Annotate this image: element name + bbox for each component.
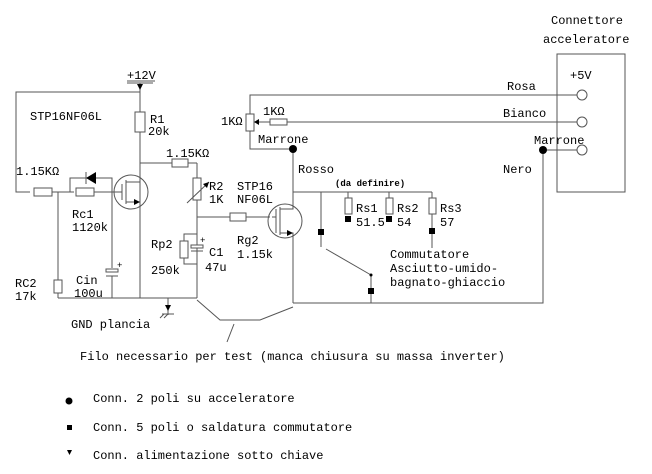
- label-rp2-name: Rp2: [151, 238, 173, 252]
- mosfet-1-icon: [113, 174, 149, 210]
- label-pot: 1KΩ: [221, 115, 243, 129]
- label-rs2-name: Rs2: [397, 202, 419, 216]
- label-rg2-value: 1.15k: [237, 248, 273, 262]
- label-pot-series: 1KΩ: [263, 105, 285, 119]
- label-rs2-value: 54: [397, 216, 411, 230]
- label-c1-value: 47u: [205, 261, 227, 275]
- svg-text:+: +: [200, 236, 205, 246]
- resistor-r1: [134, 111, 146, 133]
- legend-text-1: Conn. 2 poli su acceleratore: [93, 392, 295, 406]
- potentiometer-1k: [245, 113, 255, 132]
- capacitor-c1-icon: +: [190, 236, 205, 252]
- square-marker-icon: [345, 216, 351, 222]
- legend-square-icon: [67, 425, 72, 430]
- wires-right: [249, 94, 578, 304]
- resistor-rs1: [344, 197, 353, 215]
- label-connector-5v: +5V: [570, 69, 592, 83]
- label-switch-line3: bagnato-ghiaccio: [390, 276, 505, 290]
- label-mosfet2-line1: STP16: [237, 180, 273, 194]
- label-r1-name: R1: [150, 113, 164, 127]
- switch-pivot-icon: [369, 273, 373, 277]
- connector-pin-icon: [576, 116, 588, 128]
- label-gnd: GND plancia: [71, 318, 150, 332]
- resistor-r-mid: [171, 158, 189, 168]
- label-cin-value: 100u: [74, 287, 103, 301]
- mosfet-2-icon: [267, 202, 303, 240]
- label-rs1-value: 51.5: [356, 216, 385, 230]
- diode-icon: [85, 172, 96, 184]
- label-rc1-name: Rc1: [72, 208, 94, 222]
- resistor-rc2: [53, 279, 63, 294]
- legend: Conn. 2 poli su acceleratore Conn. 5 pol…: [65, 392, 352, 463]
- label-wire-rosa: Rosa: [507, 80, 536, 94]
- label-connector-title2: acceleratore: [543, 33, 629, 47]
- label-rc2-name: RC2: [15, 277, 37, 291]
- label-rs1-name: Rs1: [356, 202, 378, 216]
- legend-text-3: Conn. alimentazione sotto chiave: [93, 449, 323, 463]
- label-note: Filo necessario per test (manca chiusura…: [80, 350, 505, 364]
- wires-left: [15, 82, 270, 299]
- connector-pin-icon: [576, 89, 588, 101]
- resistor-rs3: [428, 197, 437, 215]
- resistor-rg2: [229, 212, 247, 222]
- label-wire-bianco: Bianco: [503, 107, 546, 121]
- wiper-arrow-icon: [254, 119, 259, 125]
- label-rc2-value: 17k: [15, 290, 37, 304]
- label-r1-value: 20k: [148, 125, 170, 139]
- square-marker-icon: [368, 288, 374, 294]
- label-rc1-value: 1120k: [72, 221, 108, 235]
- resistor-rp2: [179, 240, 189, 259]
- ground-icon: [159, 298, 174, 319]
- label-wire-marrone-left: Marrone: [258, 133, 308, 147]
- square-marker-icon: [318, 229, 324, 235]
- round-marker-icon: [539, 146, 547, 154]
- label-mosfet2-line2: NF06L: [237, 193, 273, 207]
- capacitor-cin-icon: +: [105, 261, 122, 277]
- square-marker-icon: [429, 228, 435, 234]
- connector-box: [556, 53, 626, 193]
- connector-pin-icon: [576, 144, 588, 156]
- label-supply: +12V: [127, 69, 157, 83]
- label-wire-marrone-right: Marrone: [534, 134, 584, 148]
- label-wire-nero: Nero: [503, 163, 532, 177]
- label-rp2-value: 250k: [151, 264, 180, 278]
- label-rg2-name: Rg2: [237, 234, 259, 248]
- label-mosfet1: STP16NF06L: [30, 110, 102, 124]
- label-switch-line1: Commutatore: [390, 248, 469, 262]
- label-c1-name: C1: [209, 246, 223, 260]
- label-rs3-value: 57: [440, 216, 454, 230]
- label-wire-rosso: Rosso: [298, 163, 334, 177]
- label-r2-value: 1K: [209, 193, 224, 207]
- legend-circle-icon: [65, 397, 73, 405]
- square-marker-icon: [386, 216, 392, 222]
- resistor-1k-series: [269, 118, 288, 126]
- legend-text-2: Conn. 5 poli o saldatura commutatore: [93, 421, 352, 435]
- svg-text:+: +: [117, 261, 122, 271]
- test-wire-pointer: [226, 323, 235, 343]
- label-r-mid: 1.15KΩ: [166, 147, 209, 161]
- resistor-rc1: [75, 187, 95, 197]
- label-connector-title1: Connettore: [551, 14, 623, 28]
- test-wire: [196, 299, 294, 321]
- label-cin-name: Cin: [76, 274, 98, 288]
- label-to-define: (da definire): [335, 179, 405, 189]
- legend-triangle-icon: [67, 450, 72, 455]
- label-r-in: 1.15KΩ: [16, 165, 59, 179]
- label-rs3-name: Rs3: [440, 202, 462, 216]
- round-marker-icon: [289, 145, 297, 153]
- label-r2-name: R2: [209, 180, 223, 194]
- resistor-rs2: [385, 197, 394, 215]
- arrow-icon: [203, 182, 209, 188]
- label-switch-line2: Asciutto-umido-: [390, 262, 498, 276]
- supply-triangle-icon: [137, 84, 143, 90]
- resistor-r-in: [33, 187, 53, 197]
